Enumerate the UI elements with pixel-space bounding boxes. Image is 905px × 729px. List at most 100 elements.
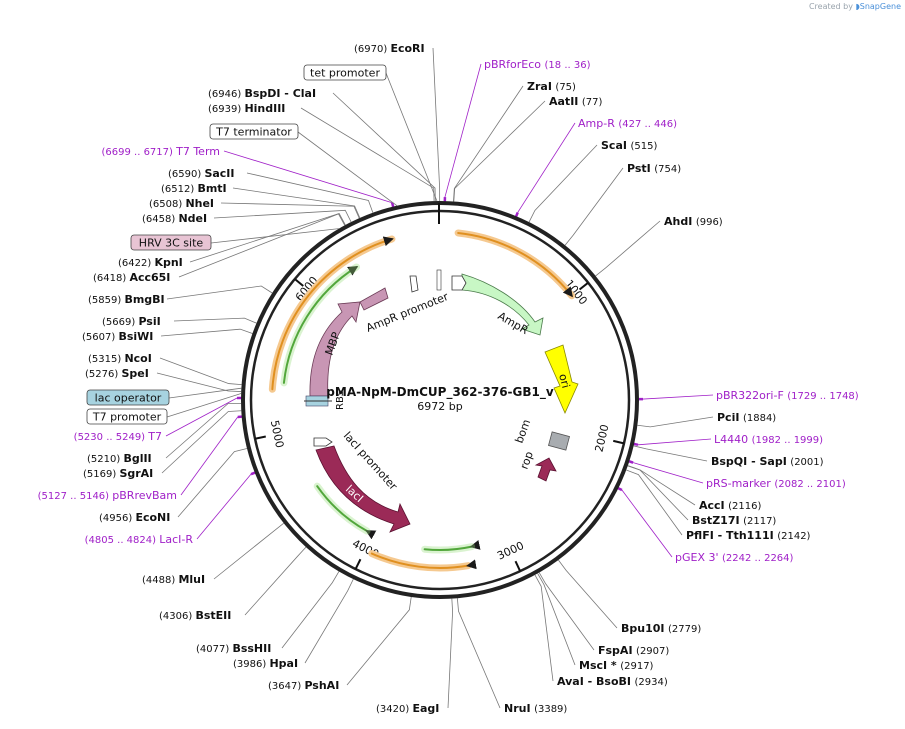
primer-name: pBR322ori-F bbox=[716, 389, 787, 402]
orf-arc-bottom-left-inner-halo bbox=[313, 482, 371, 535]
leader-line-bsshii bbox=[281, 571, 340, 649]
enzyme-site-bsshii[interactable]: (4077) BssHII bbox=[196, 642, 271, 655]
enzyme-site-fspai[interactable]: FspAI (2907) bbox=[598, 644, 669, 657]
enzyme-site-aatii[interactable]: AatII (77) bbox=[549, 95, 603, 108]
enzyme-site-hpai[interactable]: (3986) HpaI bbox=[233, 657, 298, 670]
enzyme-site-mlui[interactable]: (4488) MluI bbox=[142, 573, 205, 586]
enzyme-site-msci[interactable]: MscI * (2917) bbox=[579, 659, 654, 672]
rop-feature[interactable] bbox=[534, 457, 557, 482]
ampr-feature[interactable] bbox=[461, 273, 544, 336]
tick-label-tick-5000: 5000 bbox=[268, 419, 286, 449]
enzyme-site-scai[interactable]: ScaI (515) bbox=[601, 139, 657, 152]
primer-name: pGEX 3' bbox=[675, 551, 722, 564]
enzyme-site-econi[interactable]: (4956) EcoNI bbox=[99, 511, 170, 524]
enzyme-site-ndei[interactable]: (6458) NdeI bbox=[142, 212, 207, 225]
enzyme-name: EagI bbox=[412, 702, 439, 715]
enzyme-site-nhei[interactable]: (6508) NheI bbox=[149, 197, 214, 210]
mbp-feature[interactable] bbox=[309, 301, 361, 397]
enzyme-site-avai-bsobi[interactable]: AvaI - BsoBI (2934) bbox=[557, 675, 668, 688]
enzyme-site-eagi[interactable]: (3420) EagI bbox=[376, 702, 439, 715]
mbp-feature-tip bbox=[359, 287, 389, 311]
enzyme-site-pflfi-tth111i[interactable]: PflFI - Tth111I (2142) bbox=[686, 529, 811, 542]
enzyme-name: AhdI bbox=[664, 215, 692, 228]
enzyme-site-bspdi-clai[interactable]: (6946) BspDI - ClaI bbox=[208, 87, 316, 100]
enzyme-site-sgrai[interactable]: (5169) SgrAI bbox=[83, 467, 153, 480]
orf-arc-left-inner-halo bbox=[280, 263, 361, 387]
primer-pbrforeco[interactable]: pBRforEco (18 .. 36) bbox=[484, 58, 591, 71]
feature-label-hrv-3c-site[interactable]: HRV 3C site bbox=[139, 237, 204, 250]
laci-promoter-arrow[interactable] bbox=[313, 437, 333, 447]
primer-pbr322ori-f[interactable]: pBR322ori-F (1729 .. 1748) bbox=[716, 389, 859, 402]
leader-line-econi bbox=[177, 448, 248, 518]
enzyme-site-acci[interactable]: AccI (2116) bbox=[699, 499, 762, 512]
tick-label-tick-2000: 2000 bbox=[593, 423, 612, 453]
enzyme-position: (6970) bbox=[354, 44, 390, 55]
enzyme-site-bmti[interactable]: (6512) BmtI bbox=[161, 182, 227, 195]
enzyme-site-psii[interactable]: (5669) PsiI bbox=[102, 315, 161, 328]
primer-pbrrevbam[interactable]: (5127 .. 5146) pBRrevBam bbox=[38, 489, 177, 502]
enzyme-site-ncoi[interactable]: (5315) NcoI bbox=[88, 352, 152, 365]
feature-label-lac-operator[interactable]: lac operator bbox=[95, 392, 162, 405]
enzyme-site-bstz17i[interactable]: BstZ17I (2117) bbox=[692, 514, 776, 527]
orf-arc-left-inner bbox=[282, 265, 359, 384]
primer-name: LacI-R bbox=[159, 533, 193, 546]
leader-line-bmgbi bbox=[166, 285, 273, 300]
leader-line-acci bbox=[627, 465, 696, 506]
bom-feature[interactable] bbox=[548, 431, 570, 451]
primer-l4440[interactable]: L4440 (1982 .. 1999) bbox=[714, 433, 823, 446]
primer-laci-r[interactable]: (4805 .. 4824) LacI-R bbox=[85, 533, 194, 546]
primer-range: (1729 .. 1748) bbox=[787, 391, 859, 402]
snapgene-logo-icon: ◗ bbox=[855, 2, 860, 11]
primer-t7-term[interactable]: (6699 .. 6717) T7 Term bbox=[102, 145, 221, 158]
enzyme-position: (1884) bbox=[743, 413, 776, 424]
enzyme-site-bspqi-sapi[interactable]: BspQI - SapI (2001) bbox=[711, 455, 824, 468]
box-tet-promoter bbox=[303, 64, 387, 81]
enzyme-name: FspAI bbox=[598, 644, 633, 657]
enzyme-site-pcii[interactable]: PciI (1884) bbox=[717, 411, 776, 424]
enzyme-position: (2779) bbox=[668, 624, 701, 635]
leader-line-sgrai bbox=[161, 410, 242, 474]
enzyme-site-acc65i[interactable]: (6418) Acc65I bbox=[93, 271, 170, 284]
primer-range: (2082 .. 2101) bbox=[774, 479, 846, 490]
laci-feature[interactable] bbox=[315, 445, 411, 533]
enzyme-site-hindiii[interactable]: (6939) HindIII bbox=[208, 102, 285, 115]
feature-label-tet-promoter[interactable]: tet promoter bbox=[310, 67, 380, 80]
enzyme-site-kpni[interactable]: (6422) KpnI bbox=[118, 256, 183, 269]
enzyme-site-ecori[interactable]: (6970) EcoRI bbox=[354, 42, 425, 55]
feature-label-t7-terminator[interactable]: T7 terminator bbox=[215, 126, 292, 139]
enzyme-site-bpu10i[interactable]: Bpu10I (2779) bbox=[621, 622, 701, 635]
primer-pgex3[interactable]: pGEX 3' (2242 .. 2264) bbox=[675, 551, 794, 564]
enzyme-name: BmtI bbox=[197, 182, 226, 195]
enzyme-position: (3986) bbox=[233, 659, 269, 670]
bom-label: bom bbox=[513, 418, 534, 445]
feature-label-t7-promoter[interactable]: T7 promoter bbox=[92, 411, 162, 424]
ampr-promoter-arrow[interactable] bbox=[451, 275, 467, 291]
leader-line-bglii bbox=[165, 403, 242, 459]
primer-amp-r[interactable]: Amp-R (427 .. 446) bbox=[578, 117, 677, 130]
enzyme-name: AatII bbox=[549, 95, 578, 108]
enzyme-site-zrai[interactable]: ZraI (75) bbox=[527, 80, 576, 93]
enzyme-position: (6422) bbox=[118, 258, 154, 269]
enzyme-position: (4956) bbox=[99, 513, 135, 524]
primer-t7[interactable]: (5230 .. 5249) T7 bbox=[74, 430, 162, 443]
orf-arc-bottom-left-inner bbox=[316, 485, 377, 540]
enzyme-name: EcoRI bbox=[390, 42, 424, 55]
enzyme-site-bsiwi[interactable]: (5607) BsiWI bbox=[82, 330, 153, 343]
enzyme-site-bmgbi[interactable]: (5859) BmgBI bbox=[88, 293, 165, 306]
enzyme-site-pshai[interactable]: (3647) PshAI bbox=[268, 679, 339, 692]
leader-line-ncoi bbox=[159, 357, 242, 385]
enzyme-site-ahdi[interactable]: AhdI (996) bbox=[664, 215, 723, 228]
enzyme-position: (2001) bbox=[790, 457, 823, 468]
enzyme-site-bglii[interactable]: (5210) BglII bbox=[87, 452, 152, 465]
enzyme-site-psti[interactable]: PstI (754) bbox=[627, 162, 681, 175]
enzyme-site-spei[interactable]: (5276) SpeI bbox=[85, 367, 149, 380]
enzyme-site-bsteii[interactable]: (4306) BstEII bbox=[159, 609, 231, 622]
ori-feature[interactable] bbox=[544, 344, 579, 414]
primer-prs-marker[interactable]: pRS-marker (2082 .. 2101) bbox=[706, 477, 846, 490]
leader-line-kpni bbox=[189, 213, 346, 263]
orf-arc-bottom-halo bbox=[368, 550, 472, 572]
enzyme-site-sacii[interactable]: (6590) SacII bbox=[168, 167, 235, 180]
enzyme-position: (2917) bbox=[620, 661, 653, 672]
leader-line-bsiwi bbox=[160, 328, 253, 337]
enzyme-site-nrui[interactable]: NruI (3389) bbox=[504, 702, 567, 715]
